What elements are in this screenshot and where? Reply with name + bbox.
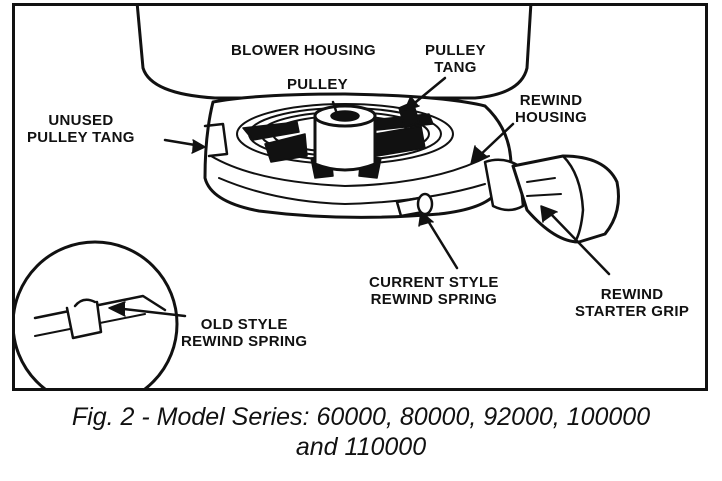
label-current-style-rewind-spring: CURRENT STYLE REWIND SPRING <box>369 274 499 308</box>
figure-caption: Fig. 2 - Model Series: 60000, 80000, 920… <box>0 402 722 462</box>
label-pulley: PULLEY <box>287 76 348 93</box>
label-rewind-housing-line1: REWIND <box>519 92 583 109</box>
label-blower-housing: BLOWER HOUSING <box>231 42 376 59</box>
figure-caption-line2: and 110000 <box>295 433 427 461</box>
label-pulley-tang: PULLEY TANG <box>425 42 486 76</box>
label-old-style-line2: REWIND SPRING <box>181 333 308 350</box>
pulley-hub <box>313 104 377 172</box>
old-style-spring-inset <box>15 240 179 388</box>
figure-caption-line1: Fig. 2 - Model Series: 60000, 80000, 920… <box>71 403 651 431</box>
label-unused-pulley-tang-line1: UNUSED <box>48 112 114 129</box>
label-unused-pulley-tang: UNUSED PULLEY TANG <box>27 112 135 146</box>
unused-pulley-tang-shape <box>203 122 229 158</box>
label-rewind-housing-line2: HOUSING <box>515 109 588 126</box>
label-blower-housing-text: BLOWER HOUSING <box>231 42 377 59</box>
blower-housing-shape <box>135 6 533 100</box>
leader-lines <box>108 76 611 318</box>
figure-frame: BLOWER HOUSING PULLEY PULLEY TANG REWIND… <box>12 3 708 391</box>
rewind-starter-grip-shape <box>483 154 620 244</box>
rewind-starter-illustration <box>15 6 620 388</box>
label-rewind-housing: REWIND HOUSING <box>515 92 587 126</box>
label-rewind-starter-grip-line1: REWIND <box>600 286 664 303</box>
label-old-style-line1: OLD STYLE <box>200 316 288 333</box>
label-pulley-text: PULLEY <box>287 76 348 93</box>
label-rewind-starter-grip: REWIND STARTER GRIP <box>575 286 689 320</box>
label-unused-pulley-tang-line2: PULLEY TANG <box>27 129 135 146</box>
label-current-style-line1: CURRENT STYLE <box>369 274 499 291</box>
label-rewind-starter-grip-line2: STARTER GRIP <box>575 303 690 320</box>
label-current-style-line2: REWIND SPRING <box>370 291 498 308</box>
label-pulley-tang-line2: TANG <box>434 59 477 76</box>
label-pulley-tang-line1: PULLEY <box>425 42 486 59</box>
label-old-style-rewind-spring: OLD STYLE REWIND SPRING <box>181 316 307 350</box>
